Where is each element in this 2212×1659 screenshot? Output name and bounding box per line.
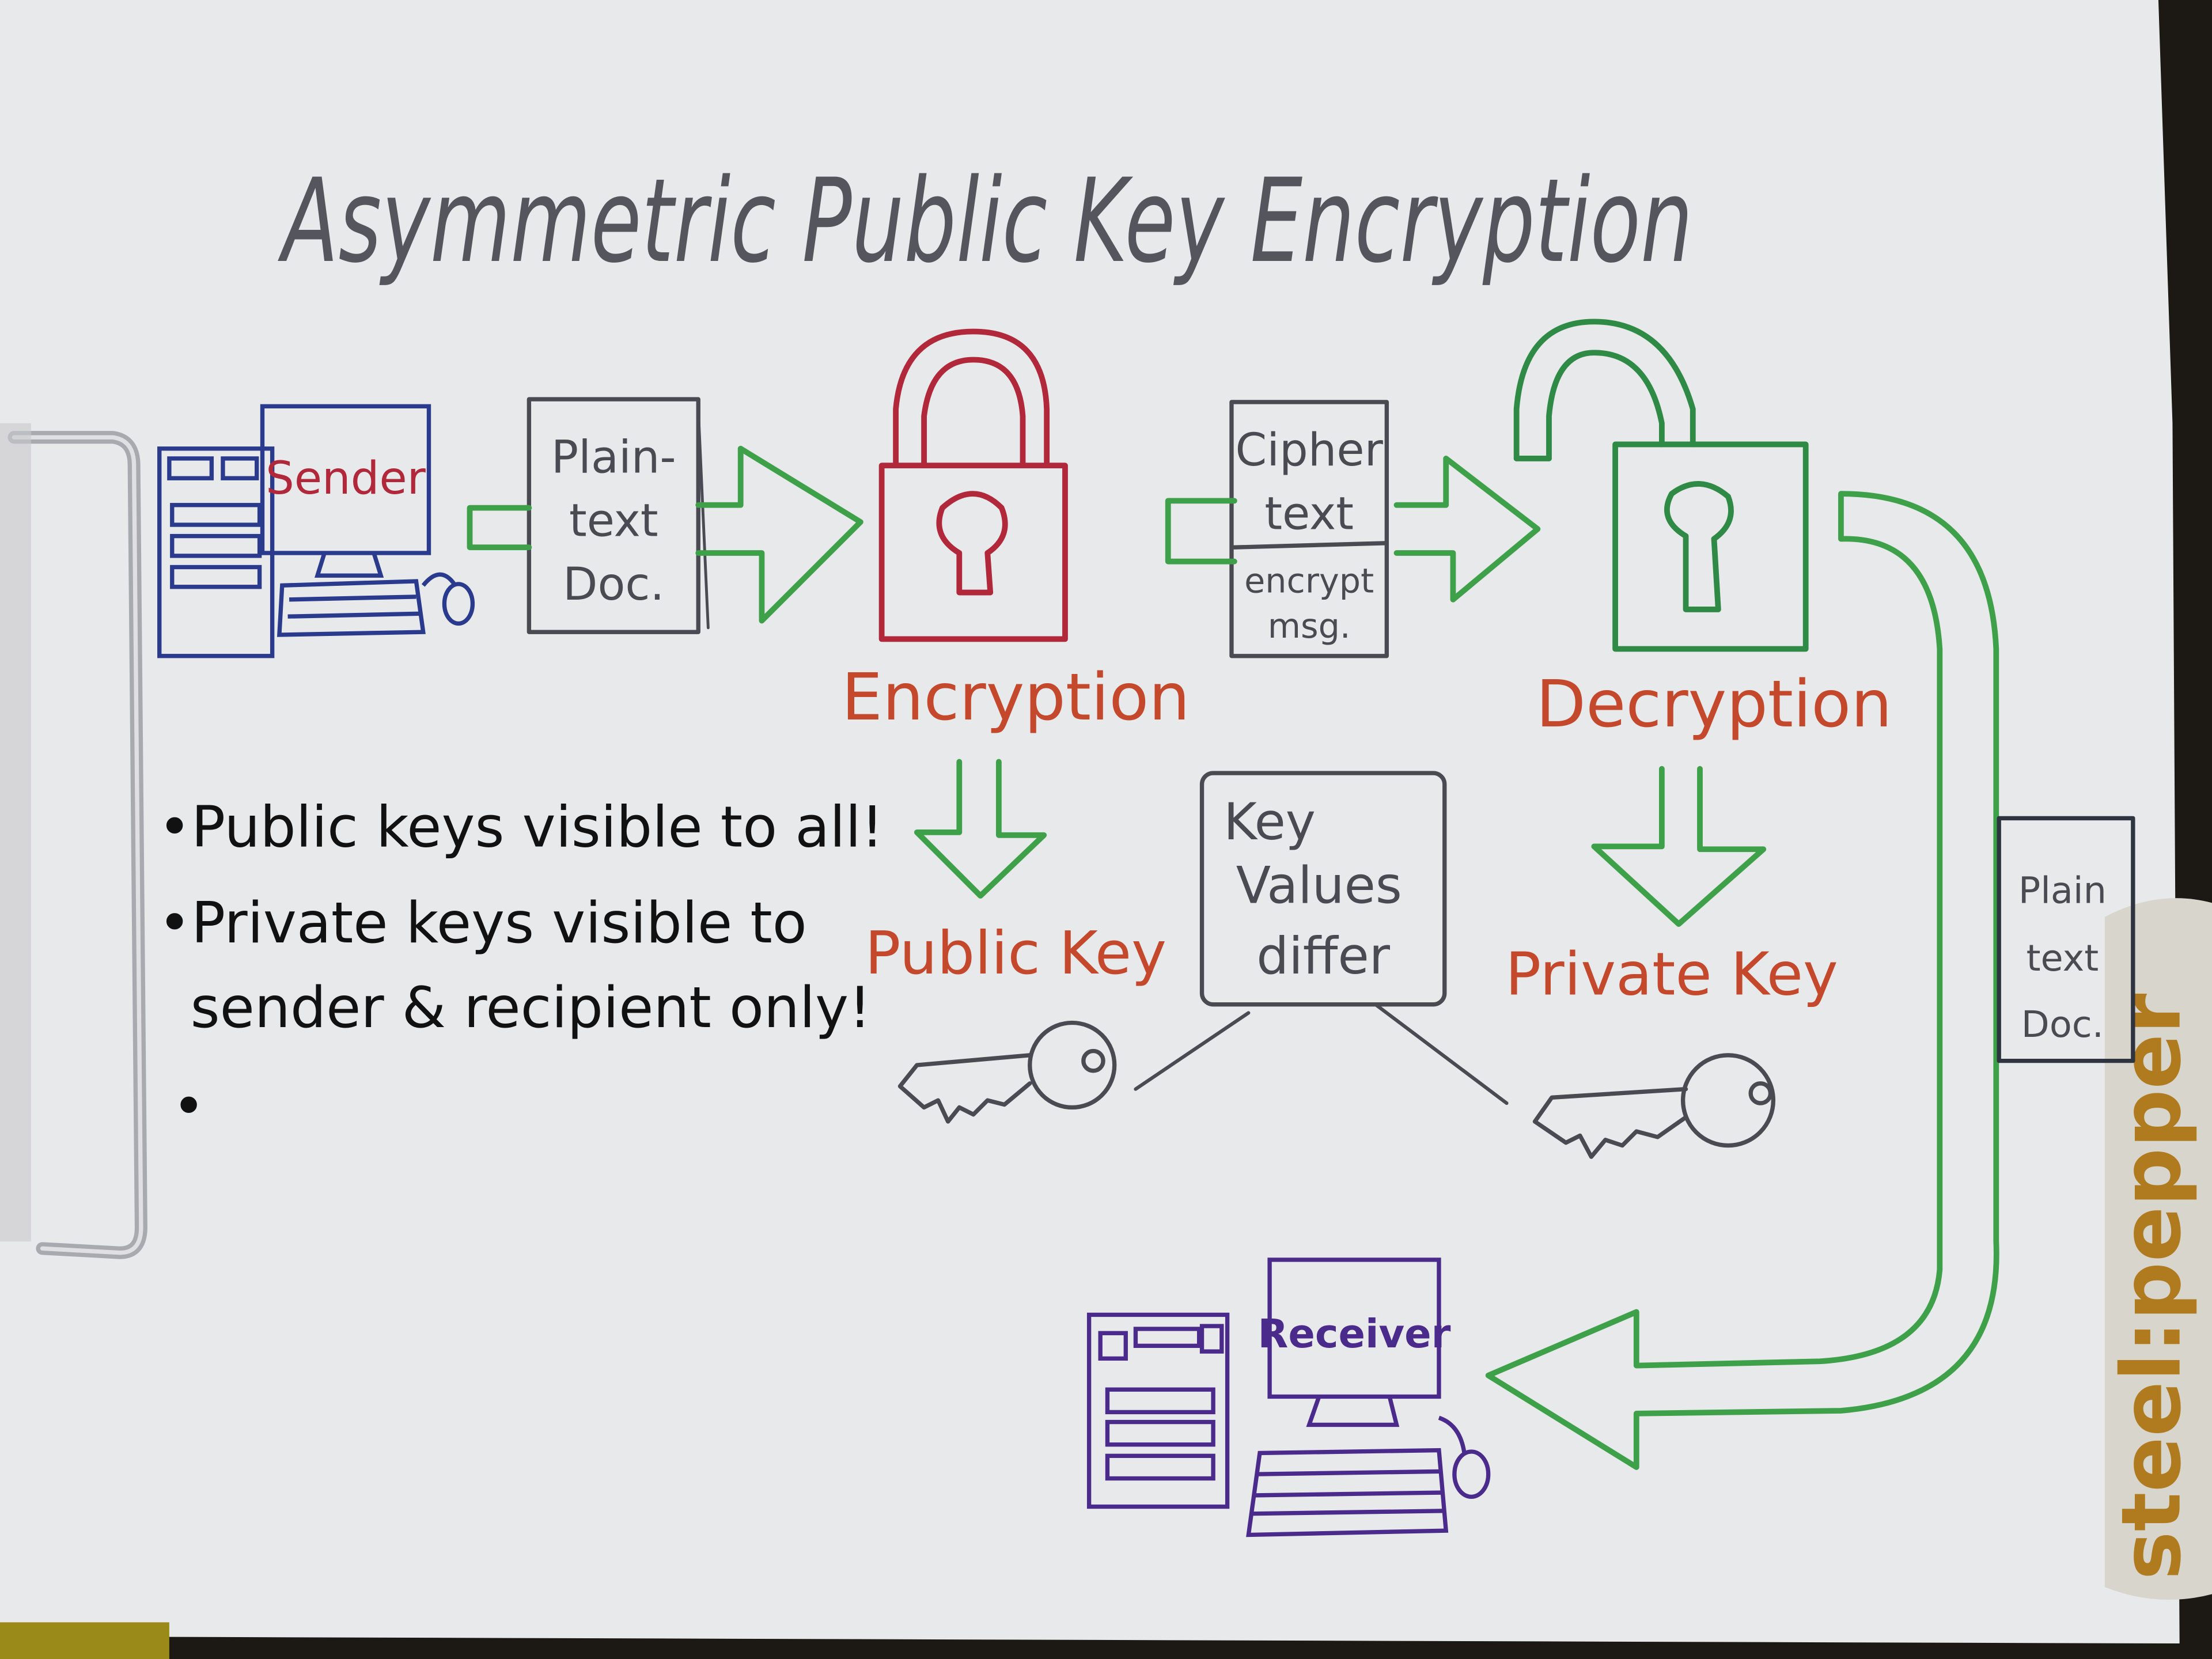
paper-sheet [0,0,2180,1644]
arrow-to-private-key [1591,766,1767,927]
private-key-icon [1532,1053,1776,1159]
arrow-to-encryption [467,445,863,624]
plaintext-line3: Doc. [563,558,664,611]
key-values-note: Key Values differ [1134,771,1509,1105]
key-note-line3: differ [1256,926,1390,986]
encryption-label: Encryption [842,659,1190,735]
clipboard-clip [0,423,147,1259]
plaintext-line2: text [569,495,658,547]
notes-list: •Public keys visible to all! •Private ke… [158,794,884,1139]
arrow-from-encryption [1165,498,1237,565]
sender-label: Sender [266,452,426,505]
ciphertext-line4: msg. [1268,606,1351,646]
public-key-label: Public Key [865,919,1167,988]
ciphertext-line1: Cipher [1235,424,1383,476]
unlocked-padlock-icon [1513,319,1809,652]
note-bullet-2-cont: sender & recipient only! [191,975,872,1041]
plaintext-line1: Plain- [551,431,676,483]
arrow-to-receiver [1485,491,1999,1470]
plaintext-document: Plain- text Doc. [527,397,710,634]
output-doc-line2: text [2027,937,2099,980]
tab-label: steel:pepper [2104,994,2199,1580]
decryption-label: Decryption [1536,666,1892,742]
arrow-to-public-key [914,759,1047,899]
ciphertext-line3: encrypt [1244,561,1374,601]
note-bullet-1: •Public keys visible to all! [158,794,884,860]
locked-padlock-icon [878,328,1068,642]
diagram-title: Asymmetric Public Key Encryption [278,154,1693,289]
arrow-to-decryption [1393,456,1541,603]
ciphertext-document: Cipher text encrypt msg. [1229,400,1389,658]
private-key-label: Private Key [1505,941,1838,1009]
note-bullet-3: • [172,1074,206,1139]
output-plaintext-document: Plain text Doc. [1997,816,2135,1063]
brand-tab: steel:pepper [2104,898,2212,1600]
receiver-label: Receiver [1258,1311,1451,1357]
note-bullet-2: •Private keys visible to [158,891,806,956]
sender-computer [157,404,475,658]
key-note-line2: Values [1236,855,1402,915]
output-doc-line3: Doc. [2021,1003,2104,1046]
key-note-line1: Key [1224,792,1316,851]
output-doc-line1: Plain [2018,869,2107,912]
receiver-computer [1086,1257,1491,1537]
public-key-icon [897,1020,1117,1124]
ciphertext-line2: text [1264,487,1354,540]
